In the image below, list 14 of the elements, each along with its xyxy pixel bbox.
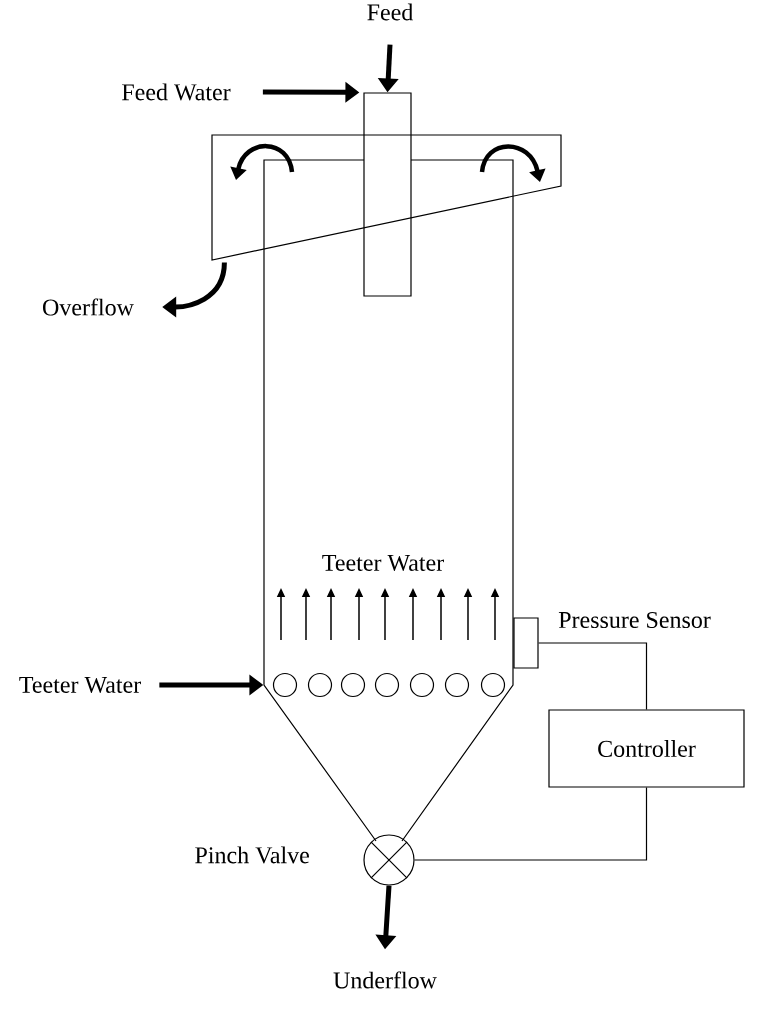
text-label: Underflow bbox=[333, 971, 437, 989]
text-label: Feed Water bbox=[122, 83, 231, 101]
text-label: Teeter Water bbox=[19, 676, 141, 694]
feed-pipe bbox=[363, 92, 412, 297]
text-label: Feed bbox=[367, 3, 414, 21]
column-vessel bbox=[263, 159, 514, 842]
controller-box: Controller bbox=[548, 709, 745, 788]
pinch-valve: Pinch Valve bbox=[195, 834, 415, 886]
pressure-sensor: Pressure Sensor bbox=[513, 611, 711, 669]
text-label: Overflow bbox=[43, 298, 134, 316]
text-label: Teeter Water bbox=[322, 554, 444, 572]
node-label: Pinch Valve bbox=[195, 846, 309, 864]
overflow-trough bbox=[211, 134, 562, 261]
node-label: Pressure Sensor bbox=[558, 611, 711, 629]
